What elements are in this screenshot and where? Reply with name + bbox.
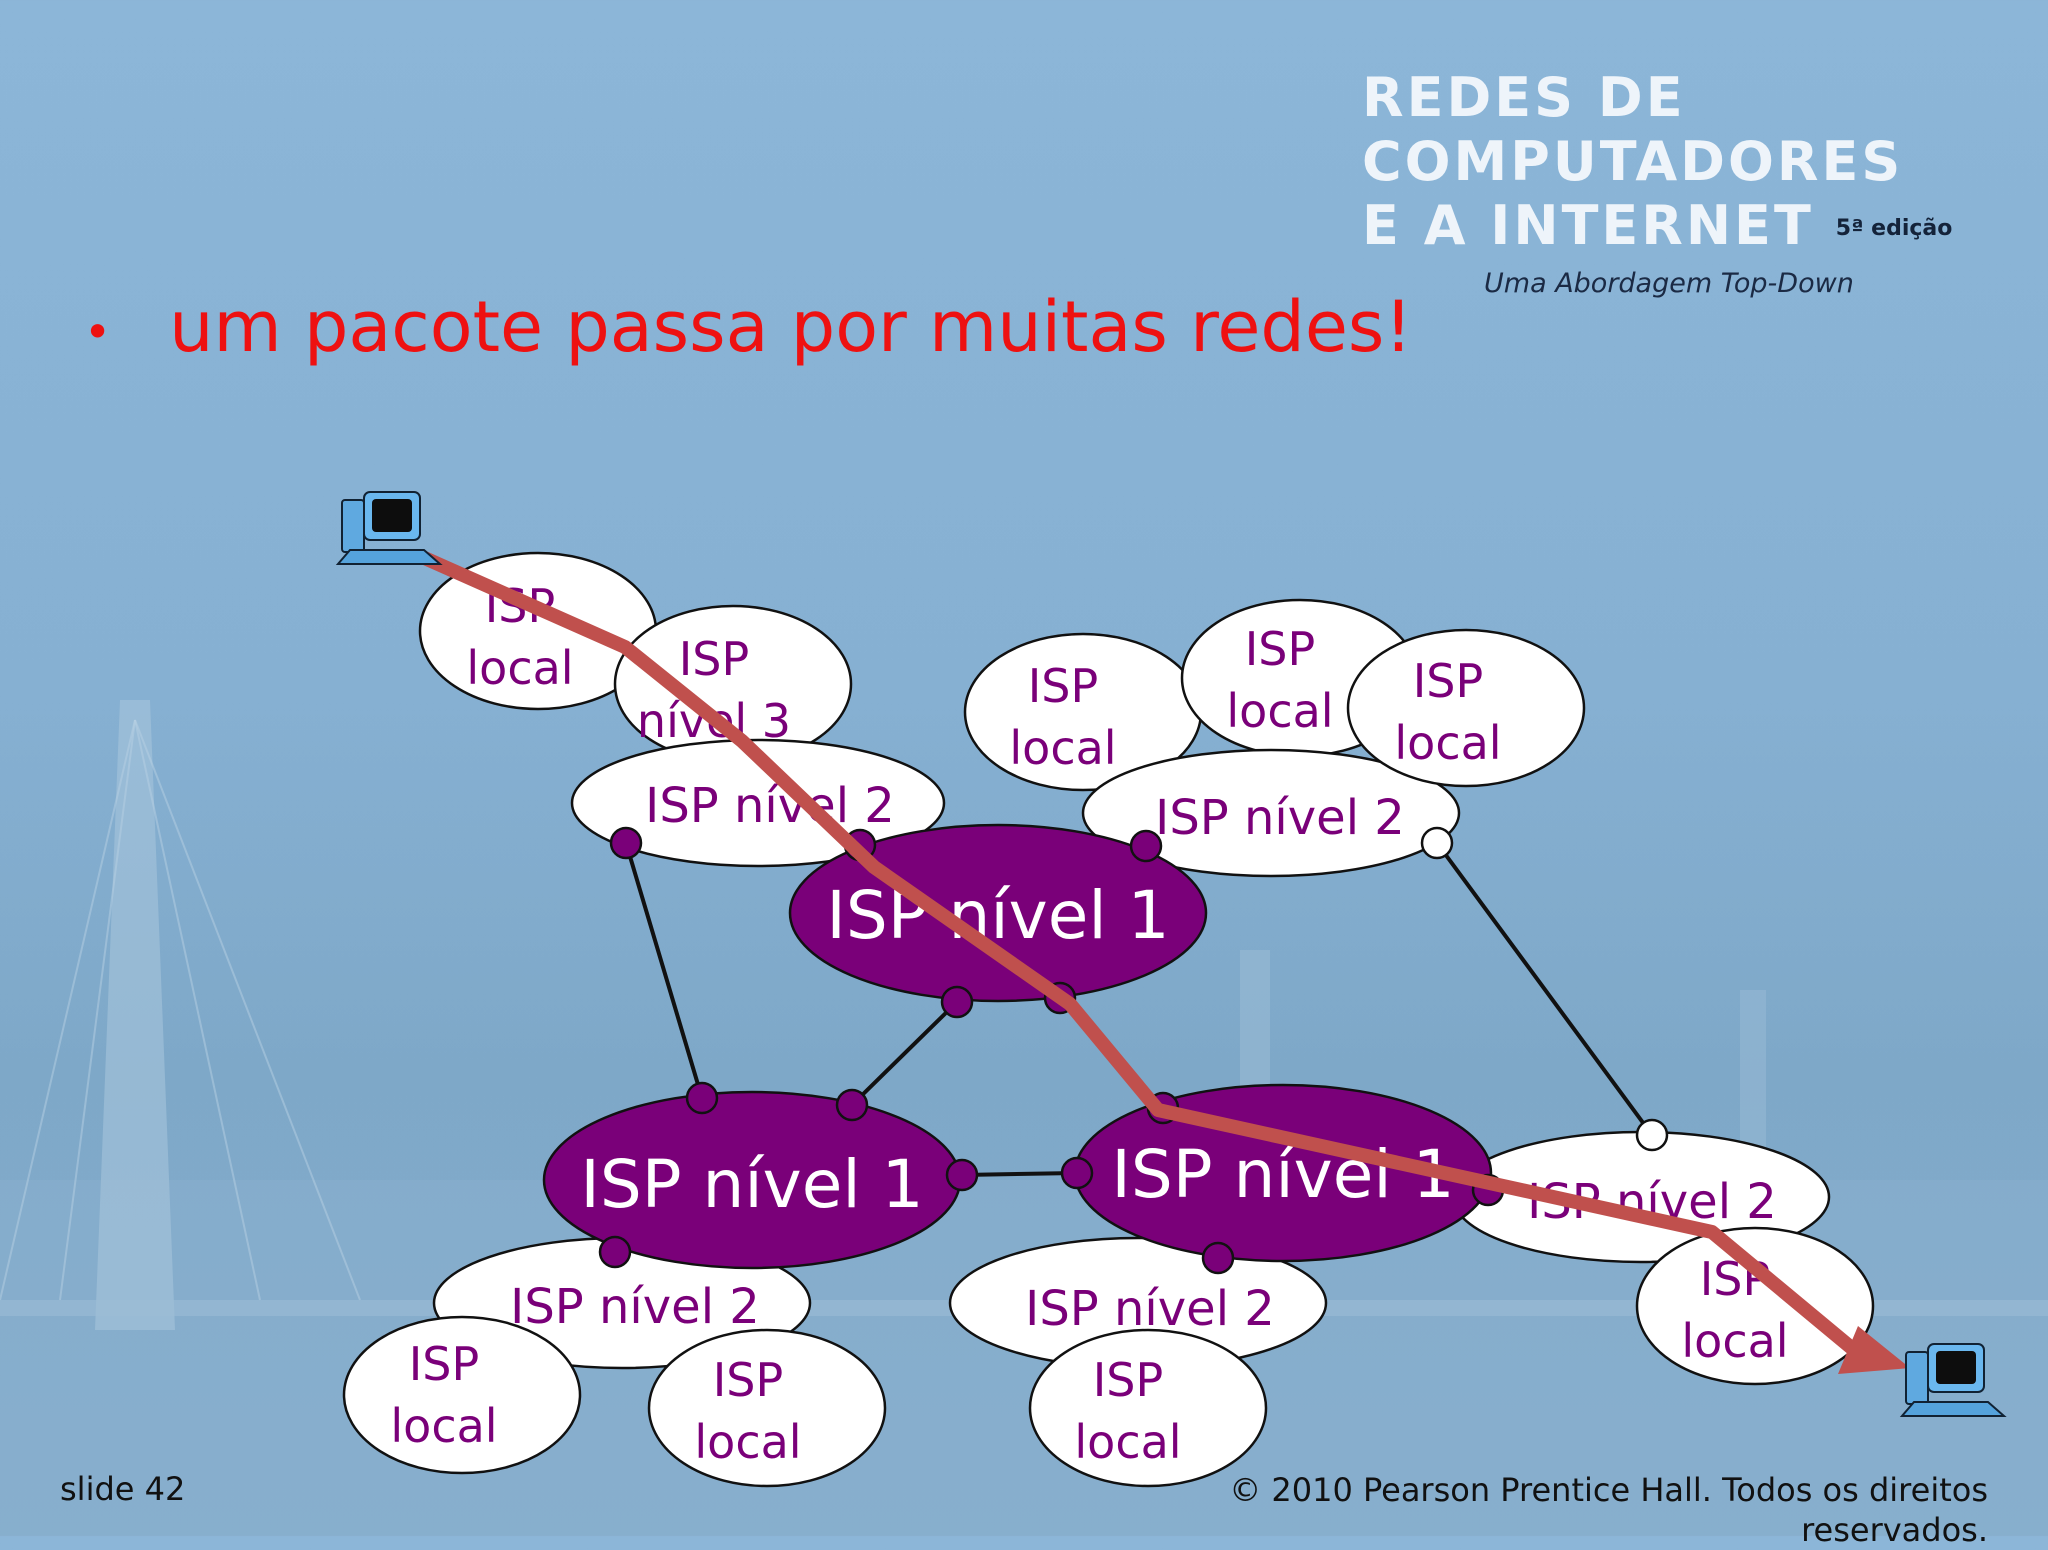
local-e-label-1: ISP [409,1337,480,1391]
book-logo-line-1: REDES DE [1362,66,1686,129]
t1-left: ISP nível 1 [542,1090,962,1270]
computer-icon-destination [1899,1343,2007,1417]
local-e-label-2: local [390,1399,497,1453]
local-b-label-2: local [1009,721,1116,775]
bullet-item: • um pacote passa por muitas redes! [84,286,1412,368]
router-point [685,1081,719,1115]
router-point [945,1158,979,1192]
local-b: ISP local [963,632,1203,792]
t3-label-1: ISP [679,632,750,686]
local-f: ISP local [647,1328,887,1488]
t2-top-left-label: ISP nível 2 [645,778,895,834]
t1-top: ISP nível 1 [788,823,1208,1003]
t2-bottom-mid: ISP nível 2 [948,1236,1328,1370]
packet-path [413,549,1910,1374]
local-d-label-1: ISP [1413,654,1484,708]
book-logo-line-2: COMPUTADORES [1362,130,1904,193]
t2-top-right: ISP nível 2 [1081,748,1461,878]
packet-path-line [413,549,1867,1362]
t2-top-right-label: ISP nível 2 [1155,790,1405,846]
link-t2-t1left [624,842,704,1099]
t1-right-label: ISP nível 1 [1111,1136,1454,1213]
slide-number: slide 42 [60,1470,186,1508]
local-a-label-2: local [466,641,573,695]
packet-path-arrowhead-icon [1838,1326,1910,1374]
white-clouds: ISP local ISP nível 3 ISP nível 2 ISP lo… [342,551,1875,1488]
book-logo-line-3: E A INTERNET 5ª edição [1362,194,2002,261]
local-g: ISP local [1028,1328,1268,1488]
book-subtitle: Uma Abordagem Top-Down [1484,268,1854,299]
local-g-label-2: local [1074,1415,1181,1469]
network-links [624,841,1654,1177]
book-logo: REDES DE COMPUTADORES E A INTERNET 5ª edi… [1362,66,2002,261]
local-h-label-2: local [1681,1314,1788,1368]
bullet-text: um pacote passa por muitas redes! [169,286,1413,368]
t2-bottom-mid-label: ISP nível 2 [1025,1281,1275,1337]
router-point [1201,1241,1235,1275]
router-point [1635,1118,1669,1152]
local-d: ISP local [1346,628,1586,788]
router-point [1420,826,1454,860]
router-point [609,826,643,860]
t1-left-label: ISP nível 1 [580,1146,923,1223]
local-c-label-2: local [1226,684,1333,738]
local-b-label-1: ISP [1028,659,1099,713]
computer-icon-source [335,491,443,565]
local-f-label-1: ISP [713,1353,784,1407]
bullet-dot-icon: • [84,304,112,359]
router-point [598,1235,632,1269]
local-g-label-1: ISP [1093,1353,1164,1407]
link-t1left-t1right [961,1171,1078,1177]
router-point [1129,829,1163,863]
router-point [835,1088,869,1122]
t3-top-left: ISP nível 3 [613,604,853,764]
tier1-clouds: ISP nível 1 ISP nível 1 ISP nível 1 [542,823,1493,1270]
router-point [1060,1156,1094,1190]
link-t2right-t2far [1435,841,1654,1137]
book-logo-line-3-text: E A INTERNET [1362,194,1814,257]
local-h: ISP local [1635,1226,1875,1386]
local-f-label-2: local [694,1415,801,1469]
local-c-label-1: ISP [1245,622,1316,676]
t2-bottom-left-label: ISP nível 2 [510,1279,760,1335]
t1-right: ISP nível 1 [1073,1083,1493,1263]
copyright-notice: © 2010 Pearson Prentice Hall. Todos os d… [1229,1471,1988,1549]
router-point [940,985,974,1019]
link-t1top-t1left [850,1000,959,1107]
local-e: ISP local [342,1315,582,1475]
local-d-label-2: local [1394,716,1501,770]
book-edition: 5ª edição [1835,216,1953,242]
t1-top-label: ISP nível 1 [826,877,1169,954]
